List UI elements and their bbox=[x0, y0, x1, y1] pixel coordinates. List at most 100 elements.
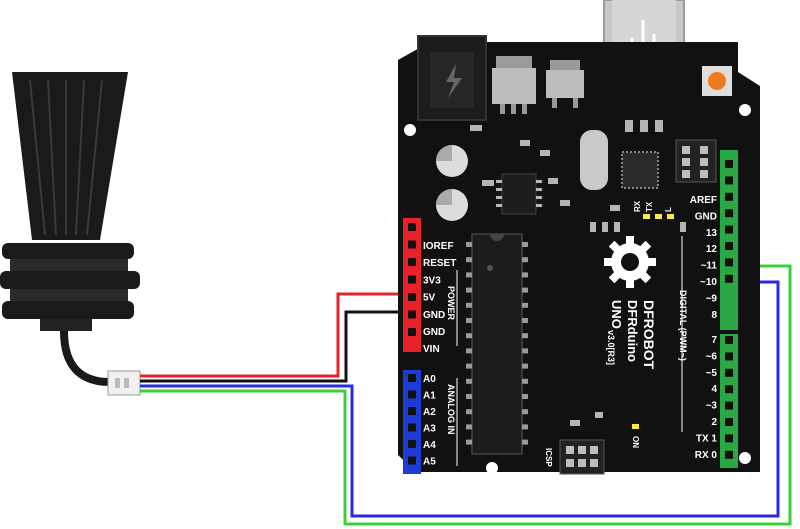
dfrobot-gear-logo bbox=[604, 236, 656, 288]
chip-pin bbox=[522, 287, 528, 293]
icsp-label: ICSP bbox=[544, 448, 553, 467]
l-label: L bbox=[664, 207, 673, 212]
chip-pin bbox=[466, 439, 472, 445]
digital-pin-label: RX 0 bbox=[695, 450, 718, 461]
tx-label: TX bbox=[645, 201, 654, 212]
power-section-label: POWER bbox=[446, 286, 456, 321]
capacitor bbox=[436, 189, 468, 221]
digital-pin-label: 4 bbox=[711, 384, 717, 395]
chip-pin bbox=[466, 363, 472, 369]
header-hole bbox=[725, 192, 733, 201]
chip-pin bbox=[522, 409, 528, 415]
digital-pin-label: 8 bbox=[711, 310, 717, 321]
digital-pin-label: ~6 bbox=[706, 351, 718, 362]
header-hole bbox=[725, 385, 733, 394]
power-pin-label: 3V3 bbox=[423, 275, 441, 286]
voltage-regulator bbox=[546, 60, 584, 108]
chip-pin bbox=[522, 424, 528, 430]
chip-pin bbox=[522, 439, 528, 445]
header-hole bbox=[408, 275, 416, 284]
header-hole bbox=[408, 240, 416, 249]
wire-red bbox=[140, 292, 409, 378]
digital-pin-label: ~10 bbox=[700, 277, 717, 288]
digital-pin-label: 12 bbox=[706, 244, 718, 255]
led-rx bbox=[643, 214, 650, 219]
header-hole bbox=[725, 176, 733, 185]
chip-pin bbox=[522, 257, 528, 263]
on-label: ON bbox=[631, 436, 640, 448]
digital-pin-label: GND bbox=[695, 211, 717, 222]
led-l bbox=[667, 214, 674, 219]
header-hole bbox=[408, 310, 416, 319]
chip-pin bbox=[522, 378, 528, 384]
chip-pin bbox=[466, 409, 472, 415]
analog-pin-label: A2 bbox=[423, 407, 436, 418]
power-pin-label: VIN bbox=[423, 344, 440, 355]
wires bbox=[140, 264, 792, 526]
version-label: v3.0[R3] bbox=[606, 330, 616, 365]
chip-pin bbox=[466, 318, 472, 323]
analog-pin-label: A4 bbox=[423, 440, 436, 451]
header-hole bbox=[408, 258, 416, 266]
reset-button[interactable] bbox=[702, 66, 732, 96]
header-hole bbox=[408, 293, 416, 301]
power-pin-label: RESET bbox=[423, 258, 456, 269]
chip-pin bbox=[466, 348, 472, 354]
led-tx bbox=[655, 214, 662, 219]
small-ic-chip bbox=[496, 173, 542, 215]
mount-hole bbox=[404, 124, 416, 136]
variant-label: UNO bbox=[609, 300, 624, 329]
icsp-header-bottom bbox=[559, 439, 605, 475]
digital-pin-label: 13 bbox=[706, 228, 718, 239]
wire-blue bbox=[140, 280, 780, 518]
led-on bbox=[632, 424, 639, 429]
power-pin-label: IOREF bbox=[423, 241, 454, 252]
analog-header bbox=[403, 370, 421, 474]
header-hole bbox=[725, 352, 733, 361]
icsp-header-top bbox=[675, 139, 717, 183]
header-hole bbox=[725, 274, 733, 283]
digital-pin-label: 7 bbox=[711, 335, 717, 346]
power-pin-label: GND bbox=[423, 310, 445, 321]
chip-pin bbox=[522, 348, 528, 354]
header-hole bbox=[408, 390, 416, 399]
header-hole bbox=[725, 225, 733, 234]
header-hole bbox=[408, 407, 416, 415]
digital-pin-label: ~5 bbox=[706, 368, 718, 379]
chip-pin bbox=[466, 394, 472, 399]
atmega-chip bbox=[466, 233, 528, 455]
digital-pin-label: ~11 bbox=[701, 261, 718, 272]
usb-serial-chip bbox=[621, 151, 659, 189]
smd-components bbox=[470, 120, 686, 426]
power-pin-label: 5V bbox=[423, 293, 436, 304]
chip-pin bbox=[522, 242, 528, 247]
brand-label: DFROBOT bbox=[641, 300, 657, 370]
digital-header bbox=[720, 150, 738, 468]
header-hole bbox=[408, 456, 416, 465]
chip-pin bbox=[466, 257, 472, 263]
header-hole bbox=[725, 242, 733, 250]
analog-section-label: ANALOG IN bbox=[446, 384, 456, 435]
power-header bbox=[403, 218, 421, 352]
capacitor bbox=[436, 145, 468, 177]
chip-pin bbox=[522, 394, 528, 399]
header-hole bbox=[408, 374, 416, 382]
chip-pin bbox=[522, 363, 528, 369]
jst-connector bbox=[107, 370, 141, 396]
header-hole bbox=[408, 223, 416, 231]
chip-pin bbox=[466, 272, 472, 278]
mount-hole bbox=[739, 104, 751, 116]
chip-pin bbox=[466, 287, 472, 293]
wire-green bbox=[140, 264, 792, 526]
analog-pin-label: A1 bbox=[423, 391, 436, 402]
sensor-probe bbox=[0, 72, 140, 386]
header-hole bbox=[725, 258, 733, 267]
crystal-oscillator bbox=[580, 130, 608, 190]
digital-pin-label: ~9 bbox=[706, 293, 718, 304]
power-pin-label: GND bbox=[423, 327, 445, 338]
chip-pin bbox=[466, 302, 472, 308]
digital-pin-label: ~3 bbox=[706, 401, 718, 412]
analog-pin-label: A3 bbox=[423, 424, 436, 435]
voltage-regulator bbox=[492, 56, 536, 114]
